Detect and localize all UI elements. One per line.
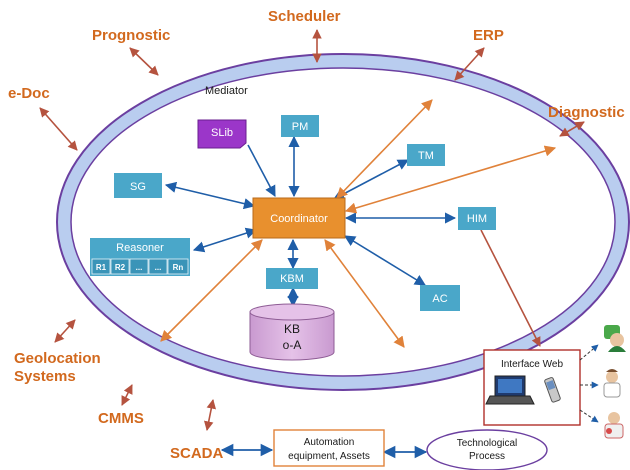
reasoner-cell-r1-label: R1 bbox=[96, 263, 107, 272]
interface-web-panel: Interface Web bbox=[483, 349, 581, 426]
kbm-label: KBM bbox=[280, 273, 304, 285]
ac-label: AC bbox=[432, 293, 447, 305]
sg-box: SG bbox=[114, 173, 162, 198]
technological-process-ellipse: Technological Process bbox=[426, 429, 548, 470]
prognostic-label: Prognostic bbox=[92, 27, 170, 44]
reasoner-cell-rn-label: Rn bbox=[173, 263, 184, 272]
external-connectors bbox=[39, 29, 585, 431]
him-label: HIM bbox=[467, 213, 487, 225]
tm-label: TM bbox=[418, 150, 434, 162]
coordinator-box: Coordinator bbox=[252, 197, 346, 239]
automation-label-line2: equipment, Assets bbox=[288, 451, 370, 462]
him-box: HIM bbox=[458, 207, 496, 230]
edoc-label: e-Doc bbox=[8, 85, 50, 102]
kb-label-line2: o-A bbox=[283, 338, 302, 352]
geolocation-label-line2: Systems bbox=[14, 368, 76, 385]
him-interface-arrow bbox=[480, 229, 541, 347]
pm-label: PM bbox=[292, 121, 309, 133]
operator-user-icon bbox=[603, 369, 621, 398]
phone-icon bbox=[544, 377, 561, 403]
prognostic-connector bbox=[129, 47, 159, 76]
erp-label: ERP bbox=[473, 27, 504, 44]
tech-process-label-line2: Process bbox=[469, 451, 505, 462]
scada-connector bbox=[203, 399, 217, 431]
automation-box: Automation equipment, Assets bbox=[273, 429, 385, 467]
reasoner-cell-r2 bbox=[110, 258, 130, 275]
pm-box: PM bbox=[281, 115, 319, 137]
reasoner-cell-r2-label: R2 bbox=[115, 263, 126, 272]
diagnostic-label: Diagnostic bbox=[548, 104, 625, 121]
kb-database: KB o-A bbox=[249, 303, 335, 361]
scheduler-label: Scheduler bbox=[268, 8, 341, 25]
reasoner-cell-dots2-label: ... bbox=[155, 263, 162, 272]
cmms-connector bbox=[121, 384, 133, 406]
maintenance-user-icon bbox=[604, 325, 626, 352]
geolocation-label-line1: Geolocation bbox=[14, 350, 101, 367]
internal-connectors bbox=[160, 99, 557, 348]
reasoner-cell-r1 bbox=[91, 258, 111, 275]
reasoner-cell-dots1-label: ... bbox=[136, 263, 143, 272]
kbm-box: KBM bbox=[266, 268, 318, 289]
sg-label: SG bbox=[130, 181, 146, 193]
diagnostic-internal-arrow bbox=[344, 145, 557, 214]
erp-connector bbox=[454, 47, 485, 81]
tech-process-label-line1: Technological bbox=[457, 438, 518, 449]
kb-label-line1: KB bbox=[284, 322, 300, 336]
scada-label: SCADA bbox=[170, 445, 224, 462]
tm-box: TM bbox=[407, 144, 445, 166]
laptop-icon bbox=[485, 375, 535, 405]
reasoner-box: Reasoner R1 R2 ... ... Rn bbox=[90, 238, 190, 276]
reasoner-label: Reasoner bbox=[116, 242, 164, 254]
ac-box: AC bbox=[420, 285, 460, 311]
coordinator-label: Coordinator bbox=[270, 213, 328, 225]
interface-web-label: Interface Web bbox=[501, 359, 564, 370]
cmms-internal-arrow bbox=[160, 239, 263, 342]
automation-label-line1: Automation bbox=[304, 437, 355, 448]
cmms-label: CMMS bbox=[98, 410, 144, 427]
reasoner-cell-dots2 bbox=[148, 258, 168, 275]
reasoner-cell-rn bbox=[167, 258, 189, 275]
reasoner-cell-dots1 bbox=[129, 258, 149, 275]
geolocation-connector bbox=[54, 319, 76, 343]
slib-box: SLib bbox=[197, 119, 247, 149]
user-connectors bbox=[579, 344, 599, 423]
slib-label: SLib bbox=[211, 127, 233, 139]
mediator-label: Mediator bbox=[205, 85, 248, 97]
slib-coordinator-arrow bbox=[247, 144, 276, 197]
diagnostic-connector bbox=[559, 121, 585, 137]
edoc-connector bbox=[39, 107, 78, 151]
engineer-user-icon bbox=[604, 412, 624, 439]
scada-internal-arrow bbox=[324, 239, 405, 348]
sg-coordinator-arrow bbox=[164, 181, 256, 210]
